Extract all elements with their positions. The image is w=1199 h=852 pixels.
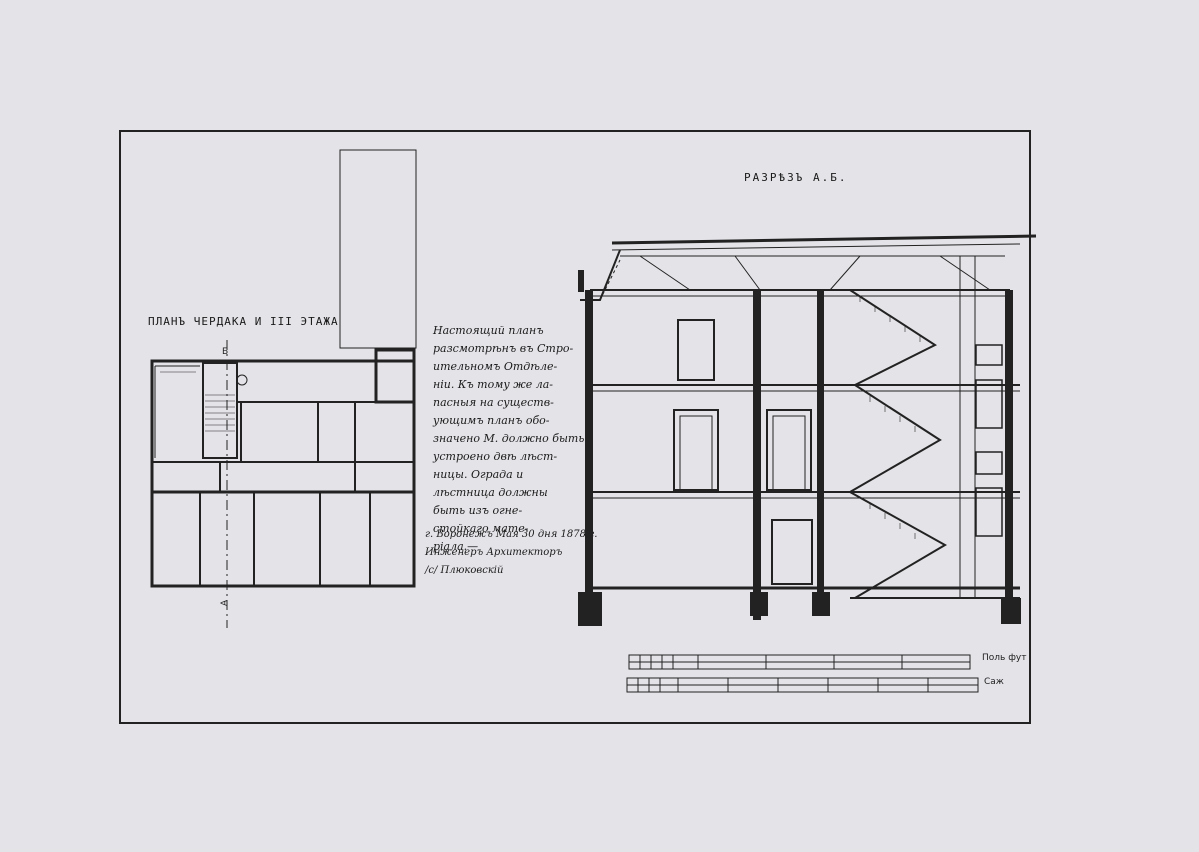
annotation-line: Настоящий планъ: [433, 324, 544, 337]
annotation-line: пасныя на существ-: [433, 396, 554, 409]
annotation-line: нiи. Къ тому же ла-: [433, 378, 554, 391]
plan-stair-core: [202, 362, 238, 459]
annotation-line: ующимъ планъ обо-: [433, 414, 550, 427]
plan-outer-wall: [150, 359, 416, 588]
annotation-line: стойкаго мате-: [433, 522, 529, 535]
plan-tower: [374, 348, 416, 404]
floor-plan: [150, 149, 417, 628]
annotation-line: ницы. Ограда и: [433, 468, 524, 481]
scale-label-sazhen: Саж: [984, 677, 1004, 687]
annotation-line: лѣстница должны: [433, 486, 548, 499]
annotation-signature-title: Инженеръ Архитекторъ: [425, 547, 563, 558]
plan-stair-treads: [205, 394, 235, 432]
drawing-frame: [119, 130, 1031, 724]
annotation-line: разсмотрѣнъ въ Стро-: [433, 342, 574, 355]
attic-outline: [339, 149, 417, 349]
scale-label-feet: Поль фут: [982, 653, 1027, 663]
annotation-date: г. Воронежъ Мая 30 дня 1878 г.: [425, 529, 598, 540]
annotation-line: ительномъ Отдѣле-: [433, 360, 558, 373]
scale-bars: [626, 654, 979, 693]
annotation-line: рiала.—: [433, 540, 479, 553]
annotation-line: значено М. должно быть: [433, 432, 585, 445]
section-title: РАЗРѢЗЪ А.Б.: [744, 171, 848, 184]
axis-top-letter: Б: [222, 347, 229, 357]
plan-title: ПЛАНЪ ЧЕРДАКА И III ЭТАЖА: [148, 315, 339, 328]
annotation-line: быть изъ огне-: [433, 504, 523, 517]
plan-spiral-stair: [236, 374, 248, 386]
annotation-line: устроено двѣ лѣст-: [433, 450, 558, 463]
annotation-signature: /с/ Плюковскій: [425, 565, 504, 576]
building-section: [578, 234, 1037, 626]
